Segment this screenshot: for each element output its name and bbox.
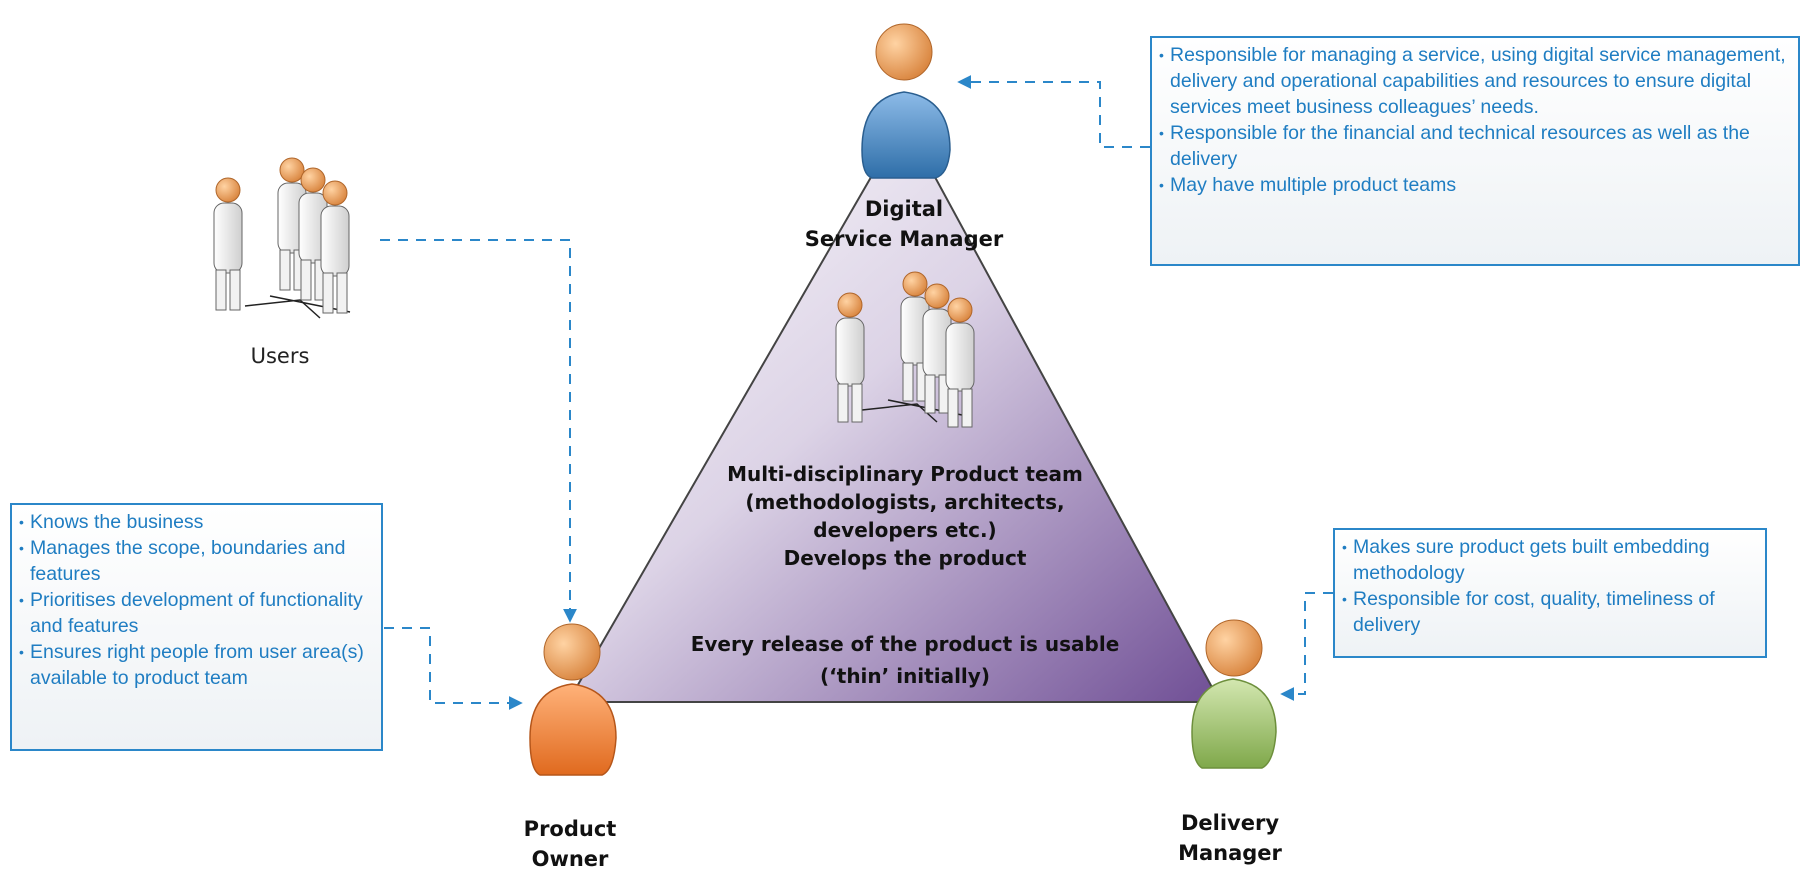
release-line: Every release of the product is usable	[690, 632, 1120, 656]
note-item: Responsible for the financial and techni…	[1159, 120, 1790, 172]
arrow-dsm-note-to-dsm	[957, 75, 1150, 148]
product-team-triangle	[566, 117, 1222, 703]
delivery-manager-note-list: Makes sure product gets built embedding …	[1342, 534, 1757, 638]
dsm-label-line1: Digital	[864, 197, 944, 221]
note-item: Manages the scope, boundaries and featur…	[19, 535, 373, 587]
note-item: Responsible for managing a service, usin…	[1159, 42, 1790, 120]
note-item: Ensures right people from user area(s) a…	[19, 639, 373, 691]
note-item: Makes sure product gets built embedding …	[1342, 534, 1757, 586]
users-label: Users	[250, 344, 310, 368]
product-team-group-figure	[835, 271, 975, 428]
product-owner-label-line1: Product	[523, 817, 617, 841]
note-item: Prioritises development of functionality…	[19, 587, 373, 639]
dsm-label: Digital Service Manager	[804, 194, 1004, 254]
product-owner-figure	[529, 623, 617, 776]
delivery-manager-label: Delivery Manager	[1140, 808, 1320, 868]
product-team-line: developers etc.)	[813, 518, 997, 542]
dsm-note-list: Responsible for managing a service, usin…	[1159, 42, 1790, 198]
delivery-manager-label-line2: Manager	[1178, 841, 1282, 865]
arrow-users-to-product-owner	[380, 239, 577, 623]
note-item: Responsible for cost, quality, timelines…	[1342, 586, 1757, 638]
product-owner-label: Product Owner	[480, 814, 660, 874]
note-item: May have multiple product teams	[1159, 172, 1790, 198]
delivery-manager-note-box: Makes sure product gets built embedding …	[1333, 528, 1767, 658]
product-team-description: Multi-disciplinary Product team (methodo…	[660, 460, 1150, 572]
users-group-figure	[213, 157, 351, 319]
product-owner-note-box: Knows the business Manages the scope, bo…	[10, 503, 383, 751]
arrow-dm-note-to-delivery-manager	[1280, 592, 1333, 701]
dsm-note-box: Responsible for managing a service, usin…	[1150, 36, 1800, 266]
arrow-po-note-to-product-owner	[384, 627, 523, 710]
product-team-line: Multi-disciplinary Product team	[727, 462, 1083, 486]
product-owner-note-list: Knows the business Manages the scope, bo…	[19, 509, 373, 691]
delivery-manager-figure	[1191, 619, 1277, 769]
product-owner-label-line2: Owner	[531, 847, 609, 871]
delivery-manager-label-line1: Delivery	[1180, 811, 1280, 835]
note-item: Knows the business	[19, 509, 373, 535]
release-description: Every release of the product is usable (…	[660, 628, 1150, 692]
release-line: (‘thin’ initially)	[820, 664, 990, 688]
product-team-line: Develops the product	[783, 546, 1027, 570]
digital-service-manager-figure	[861, 23, 951, 179]
dsm-label-line2: Service Manager	[804, 227, 1004, 251]
product-team-line: (methodologists, architects,	[745, 490, 1065, 514]
